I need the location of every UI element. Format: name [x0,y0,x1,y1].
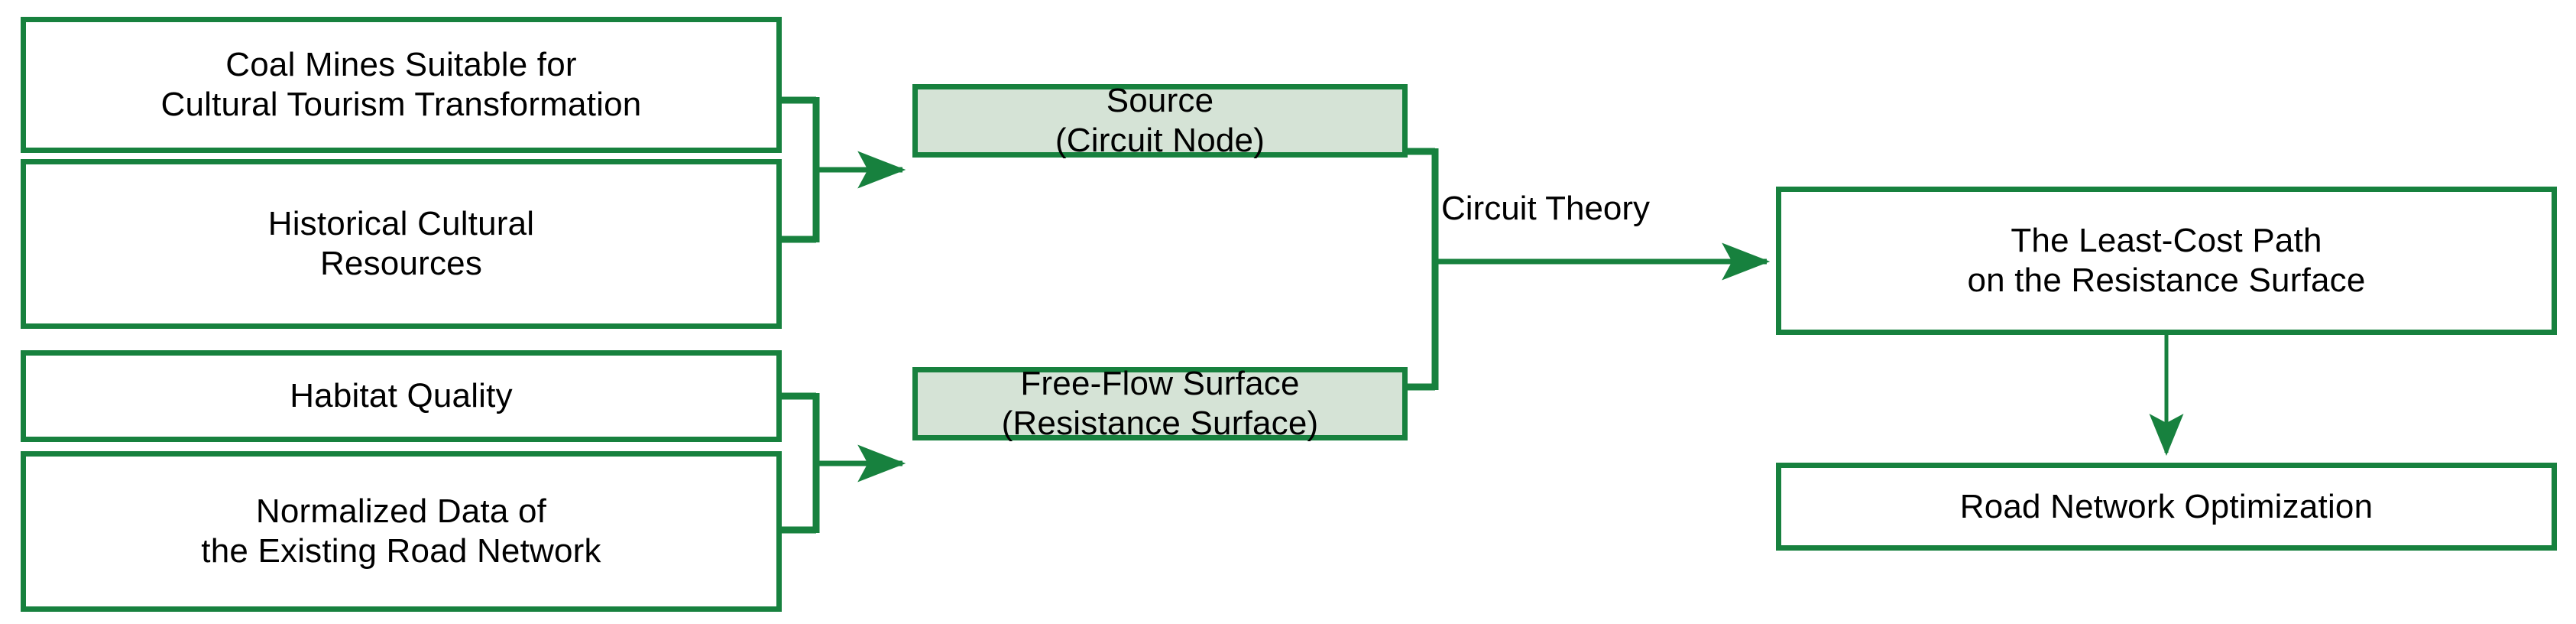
node-least-cost-line2: on the Resistance Surface [1967,262,2366,299]
node-coal-mines-line2: Cultural Tourism Transformation [160,86,642,123]
node-road-network-label: Road Network Optimization [1781,487,2552,527]
node-freeflow-line2: (Resistance Surface) [1001,405,1319,442]
node-least-cost-label: The Least-Cost Path on the Resistance Su… [1781,221,2552,301]
edge-sources-to-source [782,96,906,243]
node-coal-mines[interactable]: Coal Mines Suitable for Cultural Tourism… [21,17,782,153]
node-source-circuit-node[interactable]: Source (Circuit Node) [912,81,1408,161]
node-source-label: Source (Circuit Node) [918,81,1402,161]
node-road-network-optimization[interactable]: Road Network Optimization [1776,463,2557,551]
node-normalized-line1: Normalized Data of [255,492,547,531]
edge-circuit-theory [1408,148,1771,391]
node-coal-mines-line1: Coal Mines Suitable for [225,46,577,84]
node-historical-line2: Resources [319,245,483,282]
node-source-line2: (Circuit Node) [1055,122,1265,159]
node-normalized-line2: the Existing Road Network [201,532,601,570]
node-historical-line1: Historical Cultural [267,205,535,243]
node-freeflow-label: Free-Flow Surface (Resistance Surface) [918,364,1402,444]
node-habitat-quality[interactable]: Habitat Quality [21,350,782,442]
node-least-cost-path[interactable]: The Least-Cost Path on the Resistance Su… [1776,187,2557,335]
node-free-flow-surface[interactable]: Free-Flow Surface (Resistance Surface) [912,365,1408,442]
edge-surfaces-to-freeflow [782,392,906,534]
node-habitat-line1: Habitat Quality [290,377,513,415]
node-freeflow-line1: Free-Flow Surface [1020,365,1300,403]
edge-label-circuit-theory: Circuit Theory [1441,190,1651,227]
node-historical-cultural-resources[interactable]: Historical Cultural Resources [21,159,782,329]
node-source-line1: Source [1106,82,1214,120]
node-habitat-label: Habitat Quality [26,376,776,416]
node-coal-mines-label: Coal Mines Suitable for Cultural Tourism… [26,45,776,125]
node-normalized-road-network-data[interactable]: Normalized Data of the Existing Road Net… [21,451,782,612]
node-least-cost-line1: The Least-Cost Path [2011,222,2322,260]
node-historical-label: Historical Cultural Resources [26,204,776,284]
node-road-network-line1: Road Network Optimization [1959,487,2373,525]
node-normalized-label: Normalized Data of the Existing Road Net… [26,492,776,571]
